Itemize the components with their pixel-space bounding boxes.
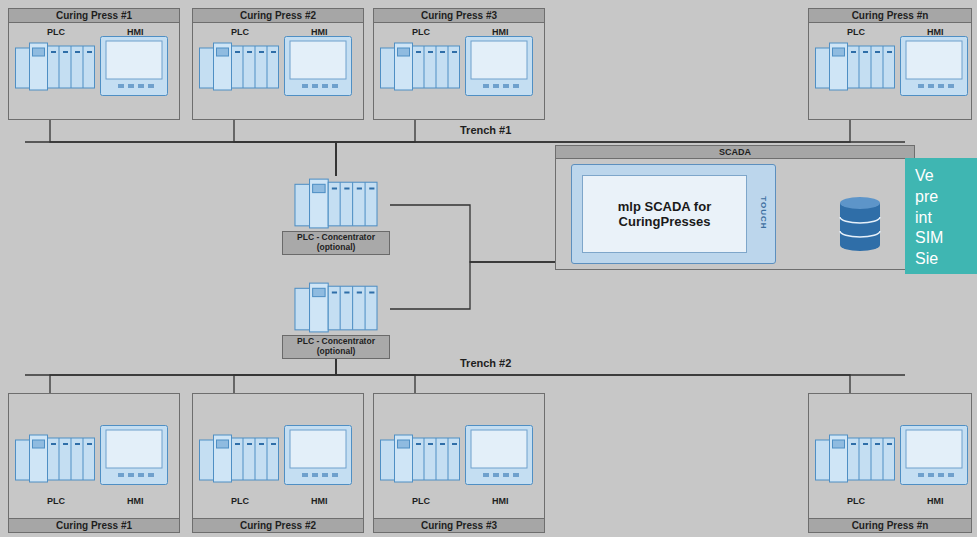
- device-label: HMI: [127, 27, 144, 37]
- node-heading: Curing Press #1: [9, 518, 179, 532]
- top-box: Curing Press #2 PLC HMI: [192, 8, 364, 120]
- hmi-icon: [901, 426, 968, 485]
- node-heading: PLC - Concentrator (optional): [282, 231, 390, 255]
- network-cable: [50, 120, 336, 176]
- network-cable: [336, 359, 850, 393]
- plc-icon: [200, 435, 279, 482]
- node-heading: PLC - Concentrator (optional): [282, 335, 390, 359]
- hmi-icon: [101, 426, 168, 485]
- plc-icon: [16, 43, 95, 90]
- node-heading: Curing Press #n: [809, 9, 971, 23]
- database-top: [840, 197, 880, 209]
- node-heading: Curing Press #1: [9, 9, 179, 23]
- device-label: HMI: [927, 27, 944, 37]
- node-heading: mlp SCADA for CuringPresses: [582, 175, 747, 253]
- callout-box: Ve pre int SIM Sie: [905, 158, 977, 274]
- plc-icon: [381, 435, 460, 482]
- bottom-box: Curing Press #2 PLC HMI: [192, 393, 364, 533]
- plc-icon: [295, 283, 377, 332]
- node-heading: Curing Press #2: [193, 9, 363, 23]
- network-cable: [390, 205, 555, 262]
- bottom-box: Curing Press #3 PLC HMI: [373, 393, 545, 533]
- bus-label: Trench #1: [460, 124, 511, 136]
- device-label: HMI: [311, 496, 328, 506]
- device-label: HMI: [311, 27, 328, 37]
- plc-icon: [200, 43, 279, 90]
- device-label: PLC: [847, 27, 865, 37]
- conc-box: PLC - Concentrator (optional): [282, 176, 390, 255]
- network-cable: [234, 359, 336, 393]
- database-body: [840, 203, 880, 251]
- hmi-icon: [101, 37, 168, 96]
- plc-icon: [16, 435, 95, 482]
- network-cable: [50, 359, 336, 393]
- node-heading: Curing Press #n: [809, 518, 971, 532]
- node-heading: SCADA: [556, 146, 914, 159]
- device-label: PLC: [47, 27, 65, 37]
- network-cable: [234, 120, 336, 176]
- network-cable: [336, 120, 415, 176]
- device-label: PLC: [231, 27, 249, 37]
- conc-box: PLC - Concentrator (optional): [282, 280, 390, 359]
- device-label: HMI: [492, 496, 509, 506]
- node-heading: Curing Press #2: [193, 518, 363, 532]
- device-label: PLC: [47, 496, 65, 506]
- device-label: HMI: [127, 496, 144, 506]
- database-icon: [840, 197, 880, 251]
- top-box: Curing Press #3 PLC HMI: [373, 8, 545, 120]
- top-box: Curing Press #n PLC HMI: [808, 8, 972, 120]
- bottom-box: Curing Press #1 PLC HMI: [8, 393, 180, 533]
- scada-box: SCADA mlp SCADA for CuringPresses: [555, 145, 915, 270]
- device-label: PLC: [847, 496, 865, 506]
- hmi-icon: [901, 37, 968, 96]
- node-heading: Curing Press #3: [374, 518, 544, 532]
- plc-icon: [381, 43, 460, 90]
- network-cable: [336, 359, 415, 393]
- device-label: PLC: [231, 496, 249, 506]
- device-label: PLC: [412, 496, 430, 506]
- hmi-icon: [466, 426, 533, 485]
- screen-box: mlp SCADA for CuringPresses: [571, 164, 776, 264]
- hmi-icon: [285, 37, 352, 96]
- network-cable: [390, 262, 555, 309]
- plc-icon: [295, 179, 377, 228]
- bottom-box: Curing Press #n PLC HMI: [808, 393, 972, 533]
- plc-icon: [816, 43, 895, 90]
- hmi-icon: [466, 37, 533, 96]
- hmi-icon: [285, 426, 352, 485]
- bus-label: Trench #2: [460, 357, 511, 369]
- device-label: HMI: [927, 496, 944, 506]
- plc-icon: [816, 435, 895, 482]
- node-heading: Curing Press #3: [374, 9, 544, 23]
- node-heading: Ve pre int SIM Sie: [915, 166, 959, 270]
- device-label: PLC: [412, 27, 430, 37]
- device-label: HMI: [492, 27, 509, 37]
- top-box: Curing Press #1 PLC HMI: [8, 8, 180, 120]
- database-rings: [840, 217, 880, 237]
- bezel-label: TOUCH: [759, 196, 768, 229]
